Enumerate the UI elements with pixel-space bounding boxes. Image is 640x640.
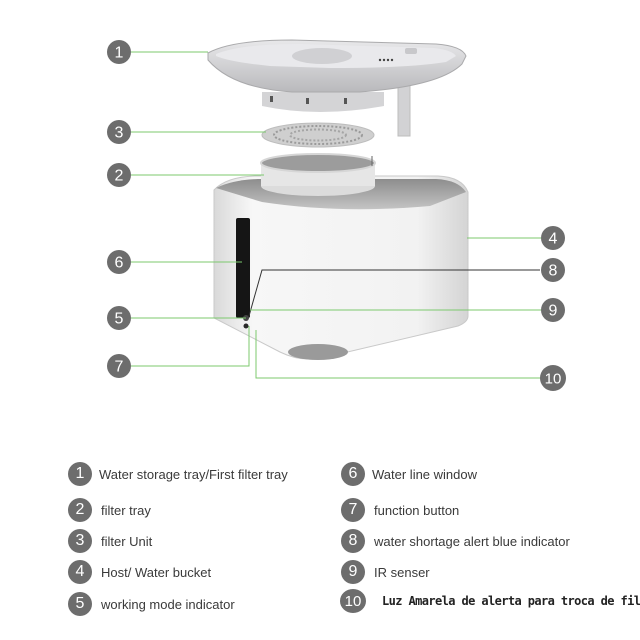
- callout-number: 4: [549, 231, 558, 248]
- legend-item-8: 8 water shortage alert blue indicator: [341, 528, 570, 554]
- legend-number: 7: [341, 498, 365, 522]
- leader-line-7: [131, 326, 250, 367]
- callout-8: 8: [541, 258, 565, 282]
- leader-line-10: [255, 330, 541, 379]
- callout-9: 9: [541, 298, 565, 322]
- water-storage-tray: [207, 39, 467, 137]
- callout-number: 6: [115, 255, 124, 272]
- callout-6: 6: [107, 250, 131, 274]
- legend-label: working mode indicator: [101, 596, 235, 612]
- callout-4: 4: [541, 226, 565, 250]
- legend-number: 8: [341, 529, 365, 553]
- filter-unit: [261, 122, 375, 148]
- legend-label: filter tray: [101, 502, 151, 518]
- legend-item-4: 4 Host/ Water bucket: [68, 559, 211, 585]
- callout-number: 8: [549, 263, 558, 280]
- legend-label: Water storage tray/First filter tray: [99, 466, 288, 482]
- callout-2: 2: [107, 163, 131, 187]
- callout-number: 2: [115, 168, 124, 185]
- legend-number: 5: [68, 592, 92, 616]
- legend-label: Water line window: [372, 466, 478, 482]
- leader-line-8: [248, 269, 540, 317]
- legend-item-5: 5 working mode indicator: [68, 591, 235, 617]
- callout-lines: [131, 51, 541, 379]
- legend-item-9: 9 IR senser: [341, 559, 430, 585]
- callout-number: 10: [545, 371, 562, 388]
- function-button-dot: [243, 323, 249, 329]
- legend-label: water shortage alert blue indicator: [374, 533, 570, 549]
- legend-number: 9: [341, 560, 365, 584]
- legend-label: Luz Amarela de alerta para troca de filt…: [382, 594, 640, 608]
- filter-tray: [260, 153, 376, 196]
- legend-item-10: 10 Luz Amarela de alerta para troca de f…: [340, 588, 640, 614]
- callout-5: 5: [107, 306, 131, 330]
- legend-number: 3: [68, 529, 92, 553]
- legend-label: IR senser: [374, 564, 430, 580]
- callout-7: 7: [107, 354, 131, 378]
- callout-1: 1: [107, 40, 131, 64]
- legend-item-1: 1 Water storage tray/First filter tray: [68, 461, 288, 487]
- legend-number: 6: [341, 462, 365, 486]
- legend-label: filter Unit: [101, 533, 153, 549]
- legend-number: 1: [68, 462, 92, 486]
- exploded-product-diagram: 1 3 2 6 5 7 4 8 9 10: [107, 39, 566, 391]
- callout-number: 9: [549, 303, 558, 320]
- legend-item-6: 6 Water line window: [341, 461, 477, 487]
- legend-number: 4: [68, 560, 92, 584]
- legend-item-2: 2 filter tray: [68, 497, 151, 523]
- legend-number: 2: [68, 498, 92, 522]
- callout-number: 1: [115, 45, 124, 62]
- legend-item-3: 3 filter Unit: [68, 528, 152, 554]
- legend-number: 10: [340, 589, 366, 613]
- callout-number: 7: [115, 359, 124, 376]
- water-bucket-body: [213, 175, 469, 360]
- water-line-window: [236, 218, 250, 318]
- legend-item-7: 7 function button: [341, 497, 459, 523]
- callout-number: 5: [115, 311, 124, 328]
- callout-3: 3: [107, 120, 131, 144]
- callout-10: 10: [540, 365, 566, 391]
- callout-number: 3: [115, 125, 124, 142]
- legend-label: Host/ Water bucket: [101, 564, 212, 580]
- legend-label: function button: [374, 502, 460, 518]
